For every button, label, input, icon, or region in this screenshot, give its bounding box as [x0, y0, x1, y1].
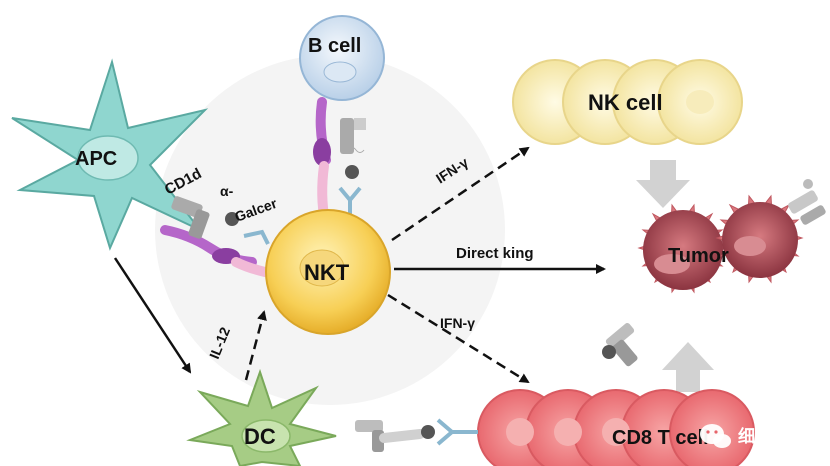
- nkt-to-cd8-arrow: [387, 293, 530, 384]
- nkt-cell: NKT: [265, 209, 391, 335]
- cd8-to-tumor-arrow: [662, 342, 714, 392]
- tumor-group: Tumor: [637, 194, 804, 294]
- cd8-t-cell-group: CD8 T cell: [477, 389, 755, 466]
- dc-label: DC: [244, 424, 276, 449]
- il12-arrow: [244, 310, 267, 381]
- watermark: 细胞王国: [700, 424, 806, 448]
- apc-cell: APC: [11, 58, 209, 251]
- apc-label: APC: [75, 148, 117, 170]
- alpha-galcer-prefix: α-: [220, 183, 234, 199]
- wechat-icon: [700, 424, 731, 448]
- cd8-antigen-complex: [602, 322, 638, 367]
- nkt-label: NKT: [304, 260, 350, 285]
- dc-cd8-interaction: [355, 418, 478, 452]
- tumor-antigen-complex: [788, 179, 826, 225]
- b-cell: B cell: [299, 15, 385, 179]
- dc-cell: DC: [186, 368, 337, 466]
- nk-to-tumor-arrow: [636, 160, 690, 208]
- nk-cell-label: NK cell: [588, 90, 663, 115]
- b-cell-label: B cell: [308, 35, 361, 57]
- cd8-t-cell-label: CD8 T cell: [612, 427, 709, 449]
- nkt-to-nk-arrow: [391, 146, 530, 242]
- nk-cell-group: NK cell: [512, 59, 743, 145]
- watermark-text: 细胞王国: [738, 426, 806, 447]
- ifn-gamma-bottom-label: IFN-γ: [440, 315, 475, 331]
- direct-killing-label: Direct king: [456, 245, 534, 262]
- apc-to-dc-arrow: [113, 257, 192, 374]
- tumor-label: Tumor: [668, 245, 729, 267]
